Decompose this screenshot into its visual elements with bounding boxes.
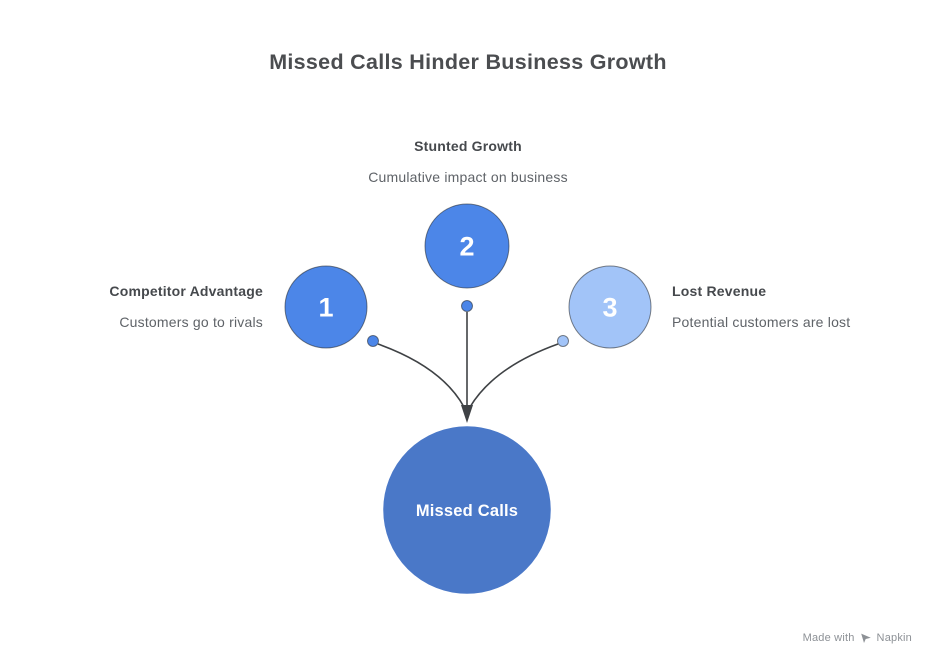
node-3-number: 3 [602,293,617,323]
node-2-heading: Stunted Growth [414,138,522,154]
watermark: Made with Napkin [803,632,912,644]
node-text-stunted-growth: Stunted Growth Cumulative impact on busi… [0,138,936,186]
node-2-subheading: Cumulative impact on business [368,169,568,185]
node-1-subheading: Customers go to rivals [119,314,263,330]
connector-line-1 [377,343,465,408]
node-3-subheading: Potential customers are lost [672,314,851,330]
node-circle-1 [284,265,368,349]
watermark-brand: Napkin [876,632,912,644]
arrowhead-icon [461,405,473,423]
node-1-heading: Competitor Advantage [109,283,263,299]
node-circle-2 [424,203,510,289]
napkin-logo-icon [860,633,871,643]
node-text-lost-revenue: Lost Revenue Potential customers are los… [672,283,850,331]
page-title: Missed Calls Hinder Business Growth [269,50,667,74]
node-text-competitor-advantage: Competitor Advantage Customers go to riv… [109,283,263,331]
node-2-number: 2 [459,232,474,262]
center-node-circle [380,423,554,597]
node-3-heading: Lost Revenue [672,283,767,299]
connector-dot-2 [461,300,473,312]
connector-dot-3 [557,335,569,347]
connector-dot-1 [367,335,379,347]
node-circle-3 [568,265,652,349]
watermark-prefix: Made with [802,632,855,644]
node-1-number: 1 [318,293,333,323]
center-node-label: Missed Calls [416,502,518,520]
connector-line-3 [469,343,559,408]
